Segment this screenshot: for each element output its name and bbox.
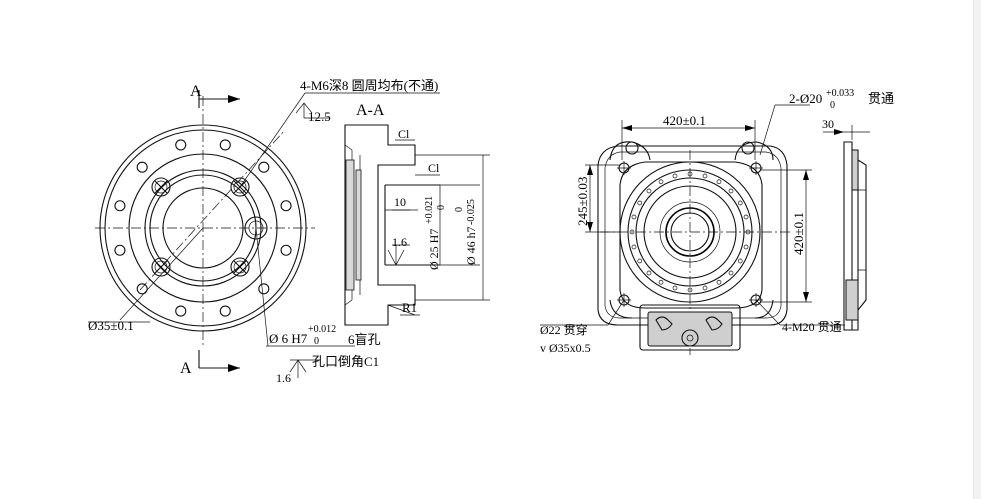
- depth-dim: 10: [394, 195, 406, 209]
- mounting-plate-view: 420±0.1 2-Ø20 +0.033 0 贯通: [540, 88, 894, 355]
- plate-hole: [631, 214, 637, 220]
- finish-mark-mid: Cl: [428, 161, 440, 175]
- bolt-callout: 4-M20 贯通: [782, 320, 842, 334]
- dowel-note: 贯通: [868, 91, 894, 106]
- bolt-hole: [258, 161, 270, 173]
- bore-tol-lower: 0: [436, 205, 447, 210]
- plate-hole: [672, 285, 678, 291]
- bore-tol-upper: +0.021: [424, 196, 435, 224]
- plate-hole: [629, 229, 635, 235]
- section-view: A-A Cl Cl 10 1.6 Ø 25 H7 +0.021 0 Ø 46 h…: [344, 102, 490, 326]
- bolt-hole: [136, 283, 148, 295]
- dowel-tol-upper: +0.033: [826, 88, 854, 99]
- plate-hole: [687, 287, 693, 293]
- section-marker-bottom: A: [180, 360, 192, 377]
- plate-hole: [702, 173, 708, 179]
- finish-mark-top: Cl: [398, 127, 410, 141]
- flange-front-view: A A 4-M6深8 圆周均布(不通) 12.5 Ø35±0.1 Ø 6 H7 …: [88, 78, 440, 385]
- roughness-top: 12.5: [308, 109, 331, 124]
- plate-hole: [672, 173, 678, 179]
- bolt-hole: [258, 283, 270, 295]
- offset-dim: 245±0.03: [575, 177, 590, 226]
- plate-hole: [646, 270, 652, 276]
- plate-hole: [658, 179, 664, 185]
- plate-hole: [743, 214, 749, 220]
- plate-bolt-circle: [629, 171, 751, 293]
- pin-hole-label: Ø 6 H7: [269, 331, 308, 346]
- plate-hole: [737, 200, 743, 206]
- pin-hole-tol-lower: 0: [314, 336, 319, 347]
- dowel-tol-lower: 0: [830, 100, 835, 111]
- bolt-hole: [280, 200, 292, 212]
- chamfer-note: 孔口倒角C1: [312, 354, 379, 369]
- plate-hole: [646, 188, 652, 194]
- bore-label: Ø 25 H7: [427, 229, 441, 270]
- od-label: Ø 46 h7: [464, 226, 478, 265]
- pin-hole-depth: 6盲孔: [348, 332, 381, 347]
- outer-bolt-holes: [114, 139, 292, 317]
- height-dim: 420±0.1: [791, 212, 806, 255]
- section-title: A-A: [356, 102, 385, 119]
- scrollbar[interactable]: [973, 0, 981, 499]
- plate-hole: [716, 179, 722, 185]
- section-roughness: 1.6: [392, 235, 407, 249]
- pcd-label: Ø35±0.1: [88, 318, 134, 333]
- plate-hole: [743, 244, 749, 250]
- thread-callout: 4-M6深8 圆周均布(不通): [300, 78, 438, 93]
- bolt-hole: [136, 161, 148, 173]
- plate-hole: [658, 279, 664, 285]
- section-marker-top: A: [190, 83, 202, 100]
- dowel-callout: 2-Ø20: [789, 91, 822, 106]
- bolt-hole: [175, 305, 187, 317]
- width-dim: 420±0.1: [663, 113, 706, 128]
- plate-hole: [716, 279, 722, 285]
- bolt-hole: [175, 139, 187, 151]
- od-tol-lower: -0.025: [466, 199, 477, 225]
- plate-hole: [728, 270, 734, 276]
- plate-hole: [637, 258, 643, 264]
- thickness-dim: 30: [822, 117, 834, 131]
- bolt-hole: [280, 244, 292, 256]
- bolt-hole: [219, 139, 231, 151]
- pin-hole-tol-upper: +0.012: [308, 324, 336, 335]
- threaded-holes: [151, 177, 250, 277]
- plate-side-view: 30: [822, 117, 870, 331]
- corner-holes: [617, 141, 763, 307]
- radius-label: R1: [402, 300, 417, 315]
- plate-hole: [728, 188, 734, 194]
- bolt-hole: [114, 244, 126, 256]
- bolt-hole: [219, 305, 231, 317]
- plate-hole: [702, 285, 708, 291]
- counterbore: v Ø35x0.5: [540, 341, 591, 355]
- thru-hole: Ø22 贯穿: [540, 322, 588, 337]
- roughness-bottom: 1.6: [276, 371, 291, 385]
- od-tol-upper: 0: [454, 207, 465, 212]
- plate-hole: [737, 258, 743, 264]
- bolt-hole: [114, 200, 126, 212]
- plate-hole: [631, 244, 637, 250]
- plate-hole: [637, 200, 643, 206]
